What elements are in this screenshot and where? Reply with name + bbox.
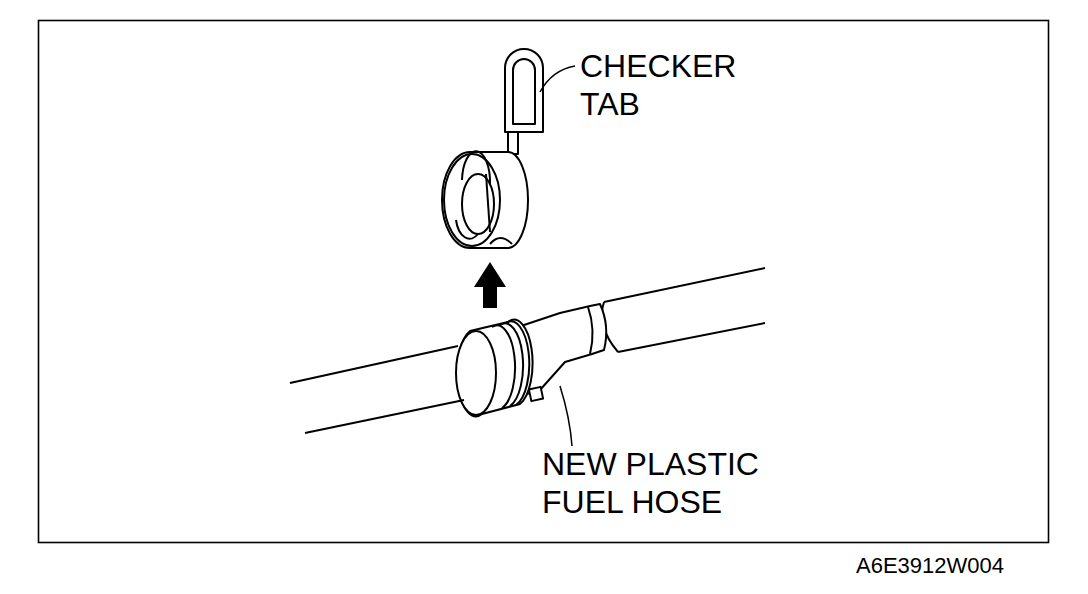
figure-code: A6E3912W004: [856, 553, 1004, 579]
frame: [39, 21, 1049, 543]
direction-arrow: [474, 262, 506, 308]
checker-tab-drawing: [442, 49, 543, 248]
part-name: NEW PLASTIC FUEL HOSE: [542, 445, 782, 521]
part-name: CHECKER TAB: [580, 47, 780, 123]
leader-line: [540, 66, 575, 92]
leader-line: [560, 386, 572, 446]
leader-lines: [540, 66, 575, 446]
fuel-hose-drawing: [290, 268, 765, 433]
